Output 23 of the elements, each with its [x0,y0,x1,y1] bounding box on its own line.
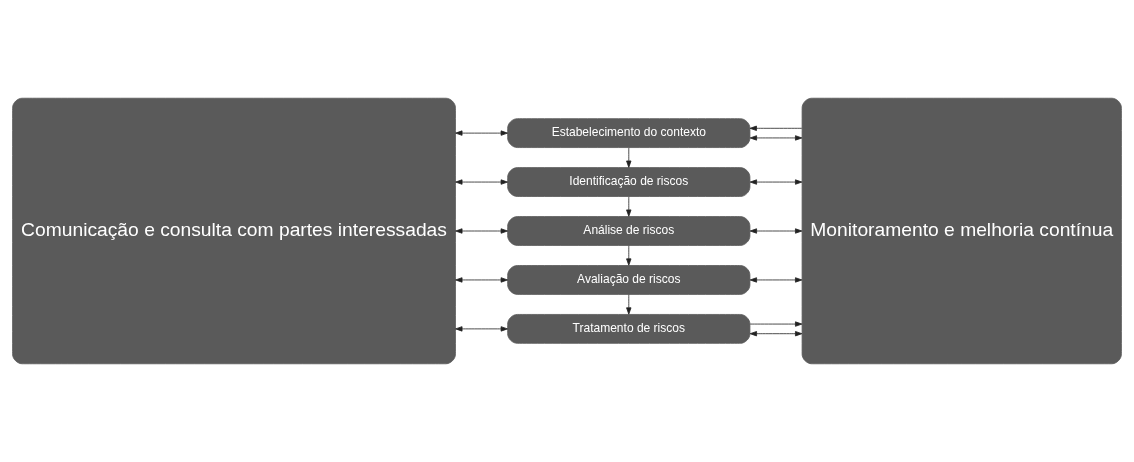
arrow [455,228,508,234]
node-box: Tratamento de riscos [507,314,751,344]
node-box: Análise de riscos [507,216,751,246]
arrow [455,326,508,332]
node-box: Estabelecimento do contexto [507,118,751,148]
arrow [749,135,803,141]
arrow [626,147,632,168]
node-box: Avaliação de riscos [507,265,751,295]
arrow [749,179,803,185]
arrow [749,331,803,337]
arrow [626,196,632,217]
arrow [626,245,632,266]
arrow [749,321,803,327]
arrow [749,277,803,283]
node-box: Identificação de riscos [507,167,751,197]
arrow [455,130,508,136]
node-box: Comunicação e consulta com partes interessadas [12,97,456,365]
arrow [626,294,632,315]
node-box: Monitoramento e melhoria contínua [801,97,1122,365]
arrow [749,228,803,234]
arrow [749,125,803,131]
arrow [455,277,508,283]
arrow [455,179,508,185]
